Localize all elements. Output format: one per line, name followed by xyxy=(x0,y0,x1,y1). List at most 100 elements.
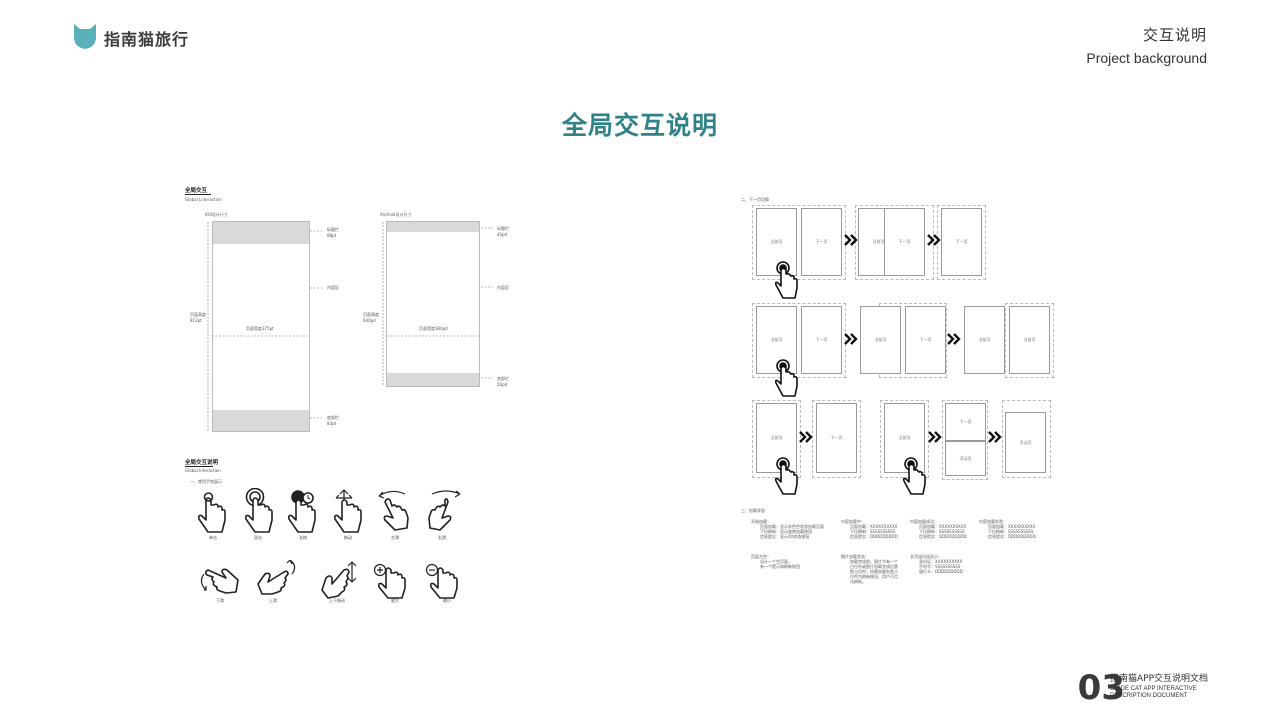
android-frame xyxy=(386,221,480,387)
swipe-left-icon xyxy=(383,498,409,531)
loading-success-title: 内容加载成功： xyxy=(910,519,938,524)
screen-current: 当前页 xyxy=(756,403,797,473)
long-text-title: 长字段分段显示： xyxy=(910,554,942,559)
screen-label: 下一页 xyxy=(898,239,911,244)
image-line: 换占位符；如果加载失败占 xyxy=(850,569,898,574)
double-chevron-icon xyxy=(799,431,813,443)
long-text-line: 身份证：XXXXXXXXXX xyxy=(919,559,963,564)
screen-current: 当前页 xyxy=(1009,306,1050,374)
double-chevron-icon xyxy=(988,431,1002,443)
screen-label: 当前页 xyxy=(978,337,991,342)
ios-bottom-bar xyxy=(213,410,309,431)
screen-label: 下一页 xyxy=(830,435,843,440)
ios-dimension-lines xyxy=(207,222,322,431)
empty-line: 有一个提示和刷新按钮 xyxy=(760,564,800,569)
image-line: 占位符或图片加载完成后替 xyxy=(850,564,898,569)
ios-content-label: 内容区 xyxy=(327,285,339,290)
android-page-width: 页面宽度360pd xyxy=(419,326,448,331)
dashed-group xyxy=(1002,400,1051,478)
loading-line: 信息提交：显示XX状态按钮 xyxy=(760,534,810,539)
ios-title-bar xyxy=(213,222,309,244)
long-press-icon xyxy=(288,499,316,533)
screen-next: 下一页 xyxy=(884,208,925,276)
empty-page-block: 页面为空： 设计一个空页面， 有一个提示和刷新按钮 xyxy=(751,554,800,569)
gesture-label: 拖动 xyxy=(344,535,352,540)
screen-label: 当前页 xyxy=(770,337,783,342)
gesture-label: 双击 xyxy=(254,535,262,540)
loading-line: 信息提交：DDDDDDDDD xyxy=(919,534,967,539)
screen-current: 当前页 xyxy=(964,306,1005,374)
gesture-label: 放大 xyxy=(391,598,399,603)
image-loading-block: 图片加载状态： 加载完成前，图片为有一个 占位符或图片加载完成后替 换占位符；如… xyxy=(841,554,898,584)
screen-current: 当前页 xyxy=(756,306,797,374)
ios-bottom-bar-size: 83pt xyxy=(327,421,337,426)
screen-label: 当前页 xyxy=(874,337,887,342)
long-text-block: 长字段分段显示： 身份证：XXXXXXXXXX 手机号：SSSSSSSSSS 银… xyxy=(910,554,963,574)
tap-icon xyxy=(198,497,226,533)
loading-line: 页面加载：XXXXXXXXXX xyxy=(988,524,1036,529)
gesture-labels-row-2: 下滑 上滑 上下拖动 放大 缩小 xyxy=(190,598,480,606)
ios-bottom-bar-label: 底部栏 xyxy=(327,415,339,420)
header-subtitle: Project background xyxy=(1086,50,1207,66)
header-title: 交互说明 xyxy=(1142,26,1207,44)
android-dimension-lines xyxy=(382,222,493,386)
cat-head-icon xyxy=(72,22,98,54)
double-tap-icon xyxy=(245,497,273,533)
swipe-right-icon xyxy=(428,498,452,531)
screen-label: 下一页 xyxy=(955,239,968,244)
screen-current: 当前页 xyxy=(860,306,901,374)
long-text-line: 手机号：SSSSSSSSSS xyxy=(919,564,961,569)
empty-line: 设计一个空页面， xyxy=(760,559,792,564)
dashed-group xyxy=(752,205,846,280)
loading-line: 下拉刷新：SSSSSSSSSS xyxy=(850,529,896,534)
double-chevron-icon xyxy=(844,234,858,246)
android-title-bar xyxy=(387,222,479,232)
divider xyxy=(185,464,213,467)
tap-hand-icon xyxy=(774,463,798,495)
android-bottom-bar xyxy=(387,373,479,386)
screen-label: 浮动页 xyxy=(959,455,972,461)
gesture-label: 右滑 xyxy=(438,535,446,540)
gesture-label: 左滑 xyxy=(391,535,399,540)
screen-label: 当前页 xyxy=(770,239,783,244)
section-global-subtitle: Global Lnteraction xyxy=(185,197,222,202)
brand-logo: 指南猫旅行 xyxy=(72,22,189,54)
gesture-row-2 xyxy=(200,560,458,599)
loading-during-block: 内容加载中： 页面加载：XXXXXXXXXX 下拉刷新：SSSSSSSSSS 信… xyxy=(841,519,898,539)
divider xyxy=(185,192,211,195)
loading-line: 页面加载：显示灰色空状态加载页面 xyxy=(760,524,824,529)
double-chevron-icon xyxy=(927,234,941,246)
zoom-out-icon xyxy=(430,567,458,599)
section-switch-title: 二、下一页切换 xyxy=(741,197,769,202)
doc-subtitle-line: GUIDE CAT APP INTERACTIVE xyxy=(1110,686,1197,692)
ios-frame xyxy=(212,221,310,432)
long-text-line: 银行卡：DDDDDDDDD xyxy=(919,569,963,574)
loading-fail-title: 内容加载失败： xyxy=(979,519,1007,524)
page-number: 03 xyxy=(1077,668,1125,708)
gesture-label: 上下拖动 xyxy=(329,598,345,603)
double-chevron-icon xyxy=(947,333,961,345)
loading-start-title: 开始加载： xyxy=(751,519,771,524)
screen-label: 下一页 xyxy=(959,419,972,424)
dashed-group xyxy=(942,400,988,480)
screen-label: 下一页 xyxy=(815,239,828,244)
screen-next: 下一页 xyxy=(816,403,857,473)
screen-label: 浮动页 xyxy=(1019,439,1032,445)
double-chevron-icon xyxy=(928,431,942,443)
ios-title-bar-label: 标题栏 xyxy=(327,227,339,232)
gesture-label: 单击 xyxy=(209,535,217,540)
screen-next: 下一页 xyxy=(801,306,842,374)
screen-current: 当前页 xyxy=(756,208,797,276)
double-chevron-icon xyxy=(844,333,858,345)
empty-page-title: 页面为空： xyxy=(751,554,771,559)
dashed-group xyxy=(1005,303,1054,378)
doc-subtitle-line: DESCRIPTION DOCUMENT xyxy=(1110,693,1188,699)
brand-name: 指南猫旅行 xyxy=(104,30,190,49)
swipe-up-icon xyxy=(257,570,289,595)
screen-label: 当前页 xyxy=(872,239,885,244)
android-page-height: 页面高度 xyxy=(363,312,379,317)
loading-line: 信息提交：DDDDDDDDD xyxy=(850,534,898,539)
image-line: 位符为刷新按钮，用户可点 xyxy=(850,574,898,579)
screen-label: 当前页 xyxy=(898,435,911,440)
screen-next: 下一页 xyxy=(945,403,986,441)
